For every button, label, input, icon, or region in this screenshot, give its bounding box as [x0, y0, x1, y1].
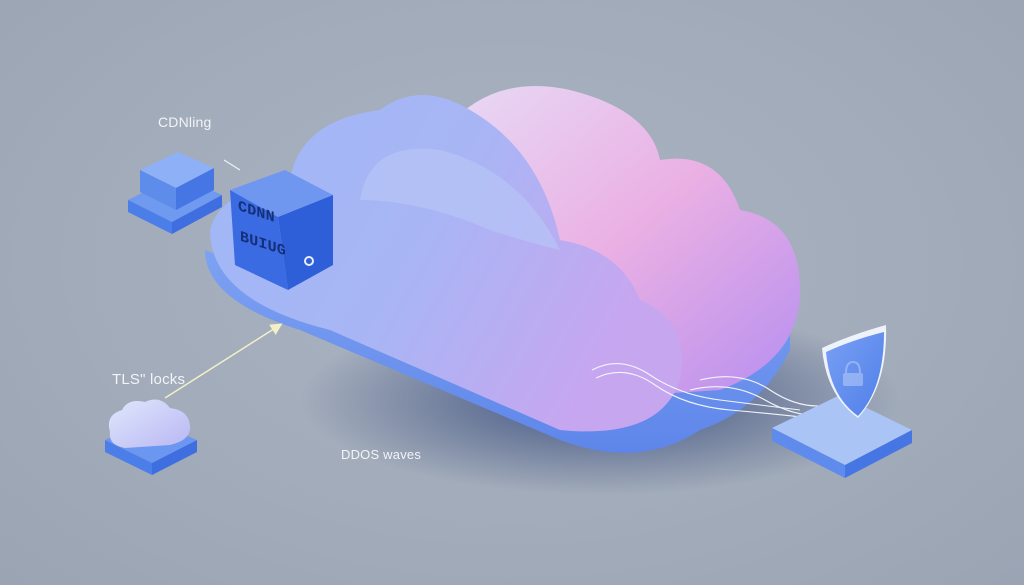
shield-node[interactable] — [772, 325, 912, 478]
cube-lock-icon — [304, 256, 314, 266]
cdn-cube[interactable] — [230, 170, 333, 290]
main-cloud — [205, 86, 800, 453]
cdn-node[interactable] — [128, 152, 222, 234]
tls-arrow — [164, 323, 283, 399]
cdn-arrow — [223, 159, 241, 171]
cdn-label: CDNling — [158, 114, 212, 130]
lock-icon — [843, 360, 863, 386]
tls-cloud-node[interactable] — [105, 399, 197, 475]
ddos-label: DDOS waves — [341, 447, 422, 462]
tls-label: TLS" locks — [112, 371, 186, 388]
